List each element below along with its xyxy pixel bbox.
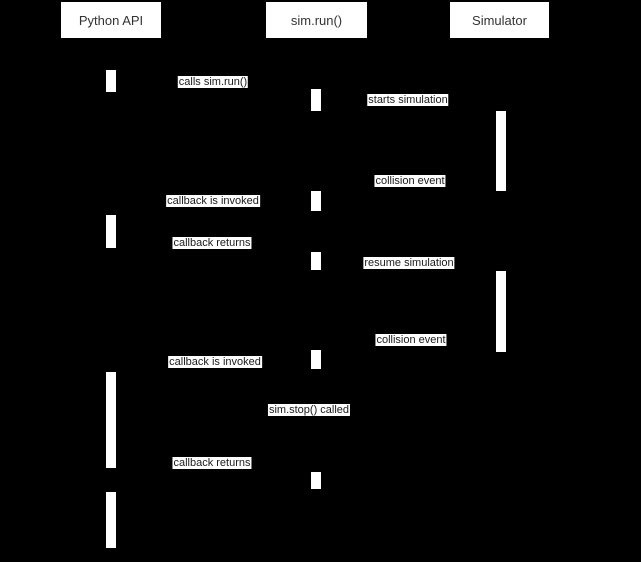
- message-label: starts simulation: [367, 94, 449, 106]
- message-label: callback returns: [172, 237, 252, 249]
- activation-bar-python-api: [106, 372, 116, 468]
- message-label: callback is invoked: [166, 195, 260, 207]
- message-label: collision event: [374, 175, 446, 187]
- message-label: callback returns: [172, 457, 252, 469]
- participant-label: sim.run(): [290, 12, 343, 28]
- message-label: sim.stop() called: [267, 404, 351, 416]
- activation-bar-python-api: [106, 215, 116, 248]
- activation-bar-simulator: [496, 111, 506, 191]
- message-label: callback is invoked: [168, 356, 262, 368]
- activation-bar-python-api: [106, 70, 116, 92]
- participant-box-sim-run: sim.run(): [266, 2, 367, 38]
- participant-label: Simulator: [472, 12, 527, 28]
- activation-bar-sim-run: [311, 191, 321, 211]
- participant-box-simulator: Simulator: [450, 2, 549, 38]
- activation-bar-sim-run: [311, 252, 321, 270]
- message-label: collision event: [375, 334, 447, 346]
- activation-bar-simulator: [496, 271, 506, 352]
- participant-label: Python API: [78, 12, 144, 28]
- message-label: resume simulation: [363, 257, 455, 269]
- activation-bar-python-api: [106, 492, 116, 548]
- participant-box-python-api: Python API: [61, 2, 161, 38]
- activation-bar-sim-run: [311, 350, 321, 369]
- activation-bar-sim-run: [311, 472, 321, 489]
- message-label: calls sim.run(): [177, 76, 249, 88]
- activation-bar-sim-run: [311, 89, 321, 111]
